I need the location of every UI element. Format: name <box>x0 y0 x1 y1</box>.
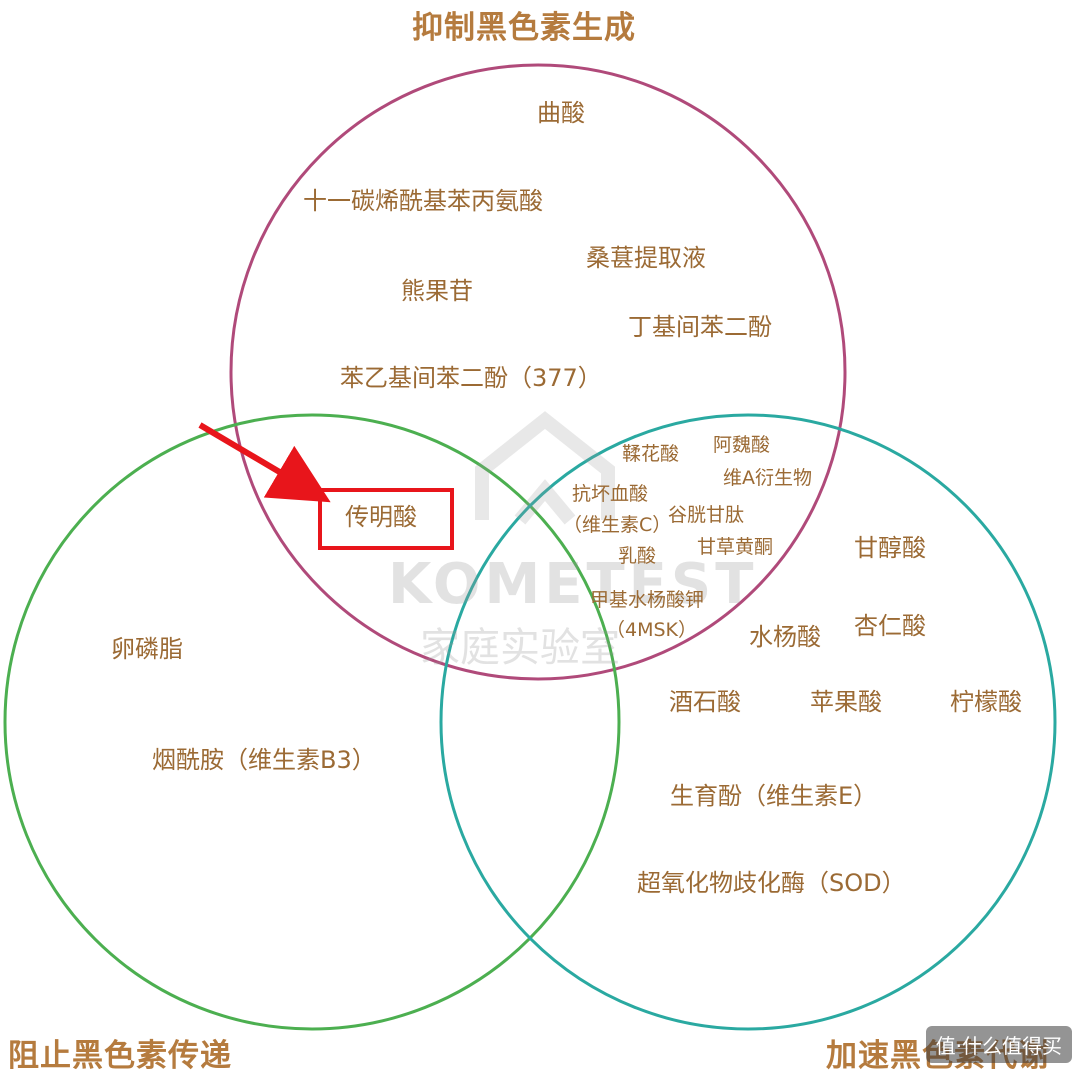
item-sod: 超氧化物歧化酶（SOD） <box>637 869 906 897</box>
item-glutathione: 谷胱甘肽 <box>668 504 745 526</box>
item-tartaric-acid: 酒石酸 <box>669 688 741 716</box>
site-badge: 值·什么值得买 <box>925 1026 1072 1063</box>
item-4msk-note: （4MSK） <box>606 619 698 641</box>
highlight-box <box>318 488 454 550</box>
item-citric-acid: 柠檬酸 <box>950 688 1022 716</box>
watermark-sub: 家庭实验室 <box>420 625 620 671</box>
item-ferulic-acid: 阿魏酸 <box>713 434 771 456</box>
set-title-inhibit: 抑制黑色素生成 <box>412 10 636 46</box>
item-kojic-acid: 曲酸 <box>537 99 585 127</box>
set-title-block: 阻止黑色素传递 <box>8 1038 232 1074</box>
circle-block-melanin-transfer <box>3 413 621 1031</box>
item-malic-acid: 苹果酸 <box>810 688 882 716</box>
item-butyl-resorcinol: 丁基间苯二酚 <box>628 313 772 341</box>
item-arbutin: 熊果苷 <box>401 277 473 305</box>
item-phenylethyl-resorcinol: 苯乙基间苯二酚（377） <box>340 364 602 392</box>
circle-speed-melanin-metabolism <box>439 413 1057 1031</box>
item-tocopherol: 生育酚（维生素E） <box>670 782 878 810</box>
item-mulberry-extract: 桑葚提取液 <box>586 244 706 272</box>
item-4msk: 甲基水杨酸钾 <box>590 589 705 611</box>
item-salicylic-acid: 水杨酸 <box>749 623 821 651</box>
watermark-house-icon <box>475 411 615 525</box>
red-arrow <box>198 422 331 503</box>
item-mandelic-acid: 杏仁酸 <box>854 612 926 640</box>
item-ascorbic-acid: 抗坏血酸 <box>572 483 649 505</box>
item-retinoid: 维A衍生物 <box>723 467 812 489</box>
item-lactic-acid: 乳酸 <box>618 545 657 567</box>
item-ascorbic-acid-note: （维生素C） <box>563 514 672 536</box>
item-licorice-flavonoid: 甘草黄酮 <box>697 536 774 558</box>
item-ellagic-acid: 鞣花酸 <box>622 443 680 465</box>
item-glycolic-acid: 甘醇酸 <box>854 534 926 562</box>
watermark-brand: KOMETEST <box>388 552 758 617</box>
item-tranexamic-acid: 传明酸 <box>345 503 417 531</box>
item-niacinamide: 烟酰胺（维生素B3） <box>152 746 376 774</box>
item-undecylenoyl-phenylalanine: 十一碳烯酰基苯丙氨酸 <box>303 187 543 215</box>
circle-inhibit-melanin <box>229 63 847 681</box>
item-lecithin: 卵磷脂 <box>111 635 183 663</box>
